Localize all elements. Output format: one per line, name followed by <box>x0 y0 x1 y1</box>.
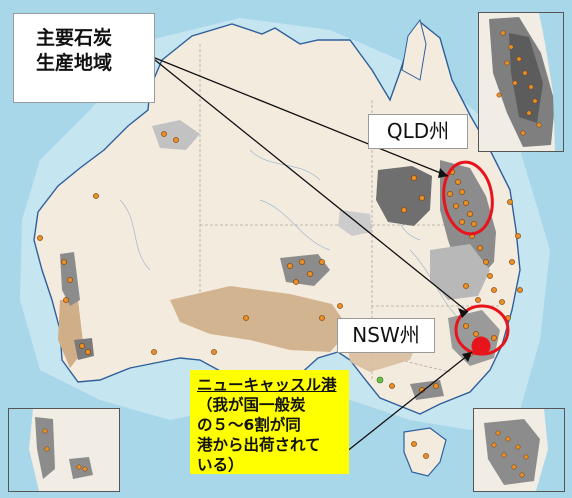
basin-brown-south <box>170 286 350 352</box>
surat-basin <box>430 244 490 300</box>
coal-region-line1: 主要石炭 <box>36 27 113 49</box>
leader-line-nsw <box>149 55 469 313</box>
state-boundaries <box>199 44 500 380</box>
port-note-line3: の５～6割が同 <box>197 416 301 434</box>
coal-region-line2: 生産地域 <box>36 52 113 74</box>
tasmania-landmass <box>403 427 447 477</box>
qld-state-label: QLD州 <box>368 114 468 149</box>
port-note-line5: いる） <box>197 456 244 474</box>
port-note-line2: （我が国一般炭 <box>197 396 306 414</box>
leader-line-qld <box>149 55 449 177</box>
newcastle-port-callout: ニューキャッスル港 （我が国一般炭 の５～6割が同 港から出荷されて いる） <box>190 370 349 474</box>
inset-nsw-drawing <box>474 409 564 491</box>
inset-map-qld <box>478 12 564 152</box>
port-title: ニューキャッスル港 <box>197 376 337 394</box>
leader-line-port <box>345 351 473 453</box>
galilee-basin <box>376 166 432 226</box>
port-note-line4: 港から出荷されて <box>197 436 321 454</box>
newcastle-port-marker <box>471 336 491 356</box>
inset-qld-drawing <box>479 13 563 151</box>
nsw-state-label: NSW州 <box>337 318 435 353</box>
eromanga-basin <box>338 210 372 236</box>
inset-map-wa <box>8 408 120 492</box>
cape-york <box>401 18 427 81</box>
qld-highlight-ring <box>442 160 494 236</box>
leader-arrow-nsw <box>458 308 468 318</box>
leader-arrow-qld <box>438 168 448 178</box>
canning-basin <box>152 120 200 150</box>
site-marker-green <box>376 376 384 384</box>
leader-arrow-port <box>462 352 472 362</box>
inset-map-nsw <box>473 408 565 492</box>
cooper-basin <box>280 254 330 286</box>
inset-wa-drawing <box>9 409 119 491</box>
coal-site-markers <box>37 131 523 459</box>
coal-region-callout: 主要石炭 生産地域 <box>13 13 155 103</box>
